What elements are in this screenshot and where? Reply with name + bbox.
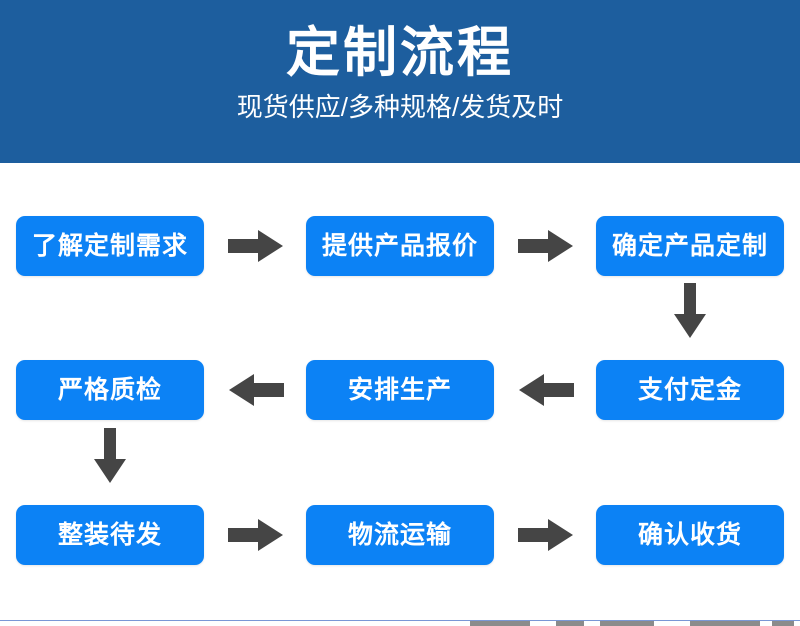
page-title: 定制流程 bbox=[286, 23, 514, 83]
flow-node-label: 安排生产 bbox=[347, 376, 452, 404]
flow-node-label: 物流运输 bbox=[347, 521, 452, 549]
page-subtitle: 现货供应/多种规格/发货及时 bbox=[236, 92, 564, 122]
flow-node-pay-deposit[interactable]: 支付定金 bbox=[596, 360, 784, 420]
next-section-partial-glyph bbox=[600, 621, 654, 626]
arrow-right-icon bbox=[518, 518, 574, 552]
next-section-partial-glyph bbox=[556, 621, 584, 626]
flow-node-label: 提供产品报价 bbox=[321, 232, 478, 260]
flow-node-label: 确定产品定制 bbox=[611, 232, 768, 260]
flow-node-label: 确认收货 bbox=[637, 521, 742, 549]
arrow-right-icon bbox=[228, 518, 284, 552]
flow-node-confirm-receipt[interactable]: 确认收货 bbox=[596, 505, 784, 565]
flow-node-provide-quote[interactable]: 提供产品报价 bbox=[306, 216, 494, 276]
flow-node-arrange-production[interactable]: 安排生产 bbox=[306, 360, 494, 420]
arrow-right-icon bbox=[518, 229, 574, 263]
arrow-left-icon bbox=[228, 373, 284, 407]
next-section-partial-glyph bbox=[690, 621, 760, 626]
flow-node-label: 支付定金 bbox=[637, 376, 742, 404]
flow-node-logistics-transport[interactable]: 物流运输 bbox=[306, 505, 494, 565]
flow-node-ready-for-dispatch[interactable]: 整装待发 bbox=[16, 505, 204, 565]
flow-node-label: 严格质检 bbox=[57, 376, 162, 404]
next-section-sliver bbox=[0, 618, 800, 626]
arrow-right-icon bbox=[228, 229, 284, 263]
next-section-partial-glyph bbox=[772, 621, 794, 626]
arrow-down-icon bbox=[93, 428, 127, 484]
process-flow-diagram: 了解定制需求 提供产品报价 确定产品定制 严格质检 安排生产 支付定金 bbox=[0, 163, 800, 618]
flow-node-understand-requirements[interactable]: 了解定制需求 bbox=[16, 216, 204, 276]
section-divider-rule bbox=[0, 620, 800, 621]
page-header-banner: 定制流程 现货供应/多种规格/发货及时 bbox=[0, 0, 800, 163]
flow-node-label: 了解定制需求 bbox=[31, 232, 188, 260]
flow-node-label: 整装待发 bbox=[57, 521, 162, 549]
arrow-down-icon bbox=[673, 283, 707, 339]
flow-node-strict-quality-inspection[interactable]: 严格质检 bbox=[16, 360, 204, 420]
next-section-partial-glyph bbox=[470, 621, 530, 626]
flow-node-confirm-customization[interactable]: 确定产品定制 bbox=[596, 216, 784, 276]
arrow-left-icon bbox=[518, 373, 574, 407]
